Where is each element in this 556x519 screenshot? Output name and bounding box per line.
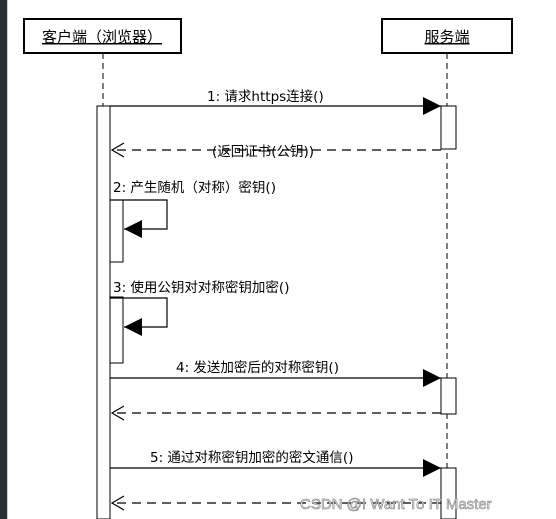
- message-4-return: [110, 405, 441, 421]
- message-4-label: 4: 发送加密后的对称密钥(): [176, 359, 339, 376]
- message-4: 4: 发送加密后的对称密钥(): [110, 359, 441, 387]
- csdn-watermark: CSDN @I Want To IT Master: [300, 496, 492, 513]
- left-edge-strip: [0, 0, 7, 519]
- message-return-arrowhead: [110, 142, 125, 158]
- message-self-2-arrowhead: [124, 220, 142, 238]
- message-self-3-arrowhead: [124, 318, 142, 336]
- client-activation-bar: [96, 105, 111, 519]
- server-activation-4: [440, 377, 457, 415]
- left-edge-divider: [7, 0, 8, 519]
- message-self-3: 3: 使用公钥对对称密钥加密(): [110, 279, 289, 336]
- participant-client: 客户端（浏览器）: [23, 18, 182, 54]
- self-call-activation-2: [109, 199, 124, 263]
- self-call-activation-3: [109, 296, 124, 364]
- server-activation-5: [440, 467, 457, 519]
- participant-server-label: 服务端: [424, 28, 469, 46]
- message-5-arrowhead: [423, 459, 441, 477]
- message-return: (返回证书(公钥)): [110, 142, 441, 160]
- message-self-2-line: [110, 199, 168, 230]
- message-return-label: (返回证书(公钥)): [212, 144, 314, 160]
- message-5: 5: 通过对称密钥加密的密文通信(): [110, 449, 441, 477]
- message-self-2: 2: 产生随机（对称）密钥(): [110, 179, 276, 238]
- message-self-3-label: 3: 使用公钥对对称密钥加密(): [113, 279, 289, 296]
- message-1: 1: 请求https连接(): [110, 88, 441, 115]
- participant-server: 服务端: [381, 18, 513, 54]
- server-activation-1: [440, 105, 457, 150]
- message-1-label: 1: 请求https连接(): [207, 88, 324, 105]
- participant-client-box: [23, 18, 182, 54]
- message-5-return-arrowhead: [110, 495, 125, 511]
- message-5-return: [110, 495, 441, 511]
- message-1-arrowhead: [423, 97, 441, 115]
- message-self-3-line: [110, 297, 168, 328]
- participant-client-label: 客户端（浏览器）: [42, 28, 162, 46]
- message-4-arrowhead: [423, 369, 441, 387]
- message-self-2-label: 2: 产生随机（对称）密钥(): [113, 179, 276, 196]
- message-5-label: 5: 通过对称密钥加密的密文通信(): [150, 449, 353, 466]
- message-4-return-arrowhead: [110, 405, 125, 421]
